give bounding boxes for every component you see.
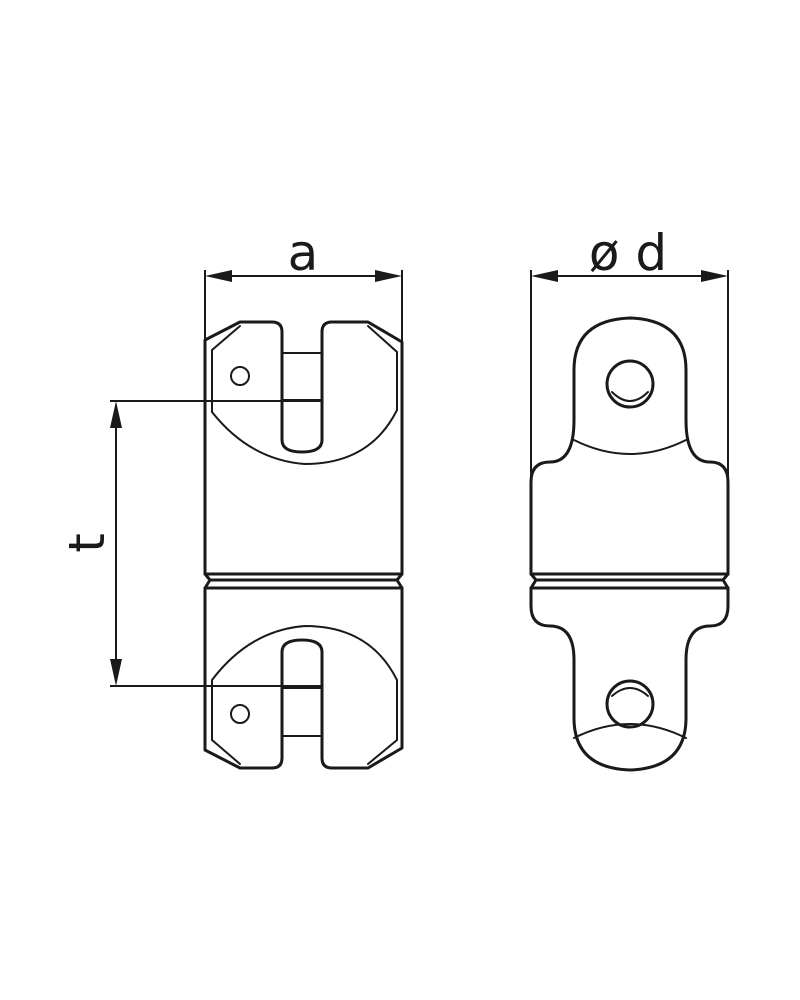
- dimension-t-label: t: [58, 533, 116, 553]
- swivel-groove: [203, 572, 404, 590]
- upper-eye-body: [529, 316, 730, 576]
- eye-hole-lower: [605, 679, 655, 729]
- small-hole-lower: [230, 704, 250, 724]
- dimension-a-label: a: [288, 224, 319, 282]
- dimension-d-label: ø d: [589, 224, 667, 282]
- lower-eye-body: [529, 586, 730, 772]
- side-view: [529, 316, 730, 772]
- upper-body: [203, 320, 404, 576]
- dimension-t: t: [58, 400, 322, 687]
- small-hole-upper: [230, 366, 250, 386]
- eye-hole-upper: [605, 359, 655, 409]
- front-view: [203, 320, 404, 770]
- dimension-a: a: [204, 224, 403, 342]
- dimension-d: ø d: [530, 224, 729, 480]
- side-swivel-groove: [529, 572, 730, 590]
- lower-body: [203, 586, 404, 770]
